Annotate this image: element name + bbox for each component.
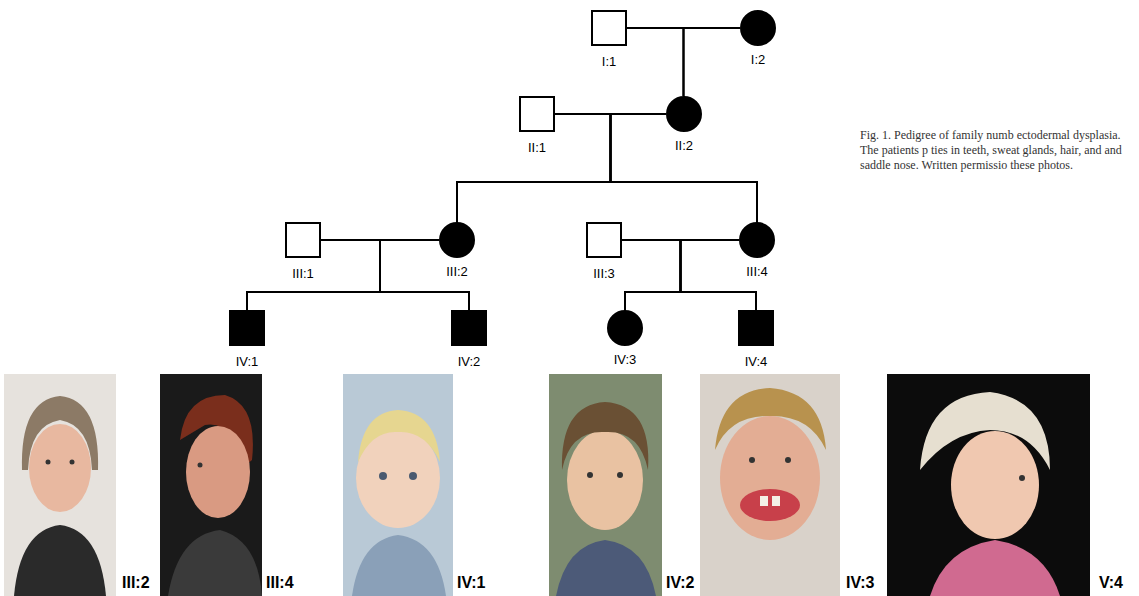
circle-outline bbox=[666, 96, 702, 132]
clothes bbox=[14, 525, 106, 596]
individual-id: II:1 bbox=[528, 140, 546, 155]
individual-id: IV:2 bbox=[458, 354, 481, 369]
photo bbox=[549, 374, 662, 596]
pedigree-line bbox=[622, 240, 681, 310]
face bbox=[720, 416, 820, 540]
pedigree-line bbox=[247, 240, 439, 310]
circle-outline bbox=[739, 222, 775, 258]
male-symbol: IV:1 bbox=[229, 310, 265, 346]
individual-id: I:1 bbox=[602, 54, 616, 69]
pedigree-line bbox=[457, 114, 666, 222]
photo-label: IV:2 bbox=[664, 574, 696, 592]
individual-id: III:2 bbox=[446, 264, 468, 279]
face bbox=[186, 426, 250, 518]
face bbox=[951, 431, 1039, 539]
circle-outline bbox=[439, 222, 475, 258]
individual-id: III:1 bbox=[292, 266, 314, 281]
male-symbol: III:3 bbox=[586, 222, 622, 258]
hair bbox=[562, 402, 648, 470]
individual-id: IV:1 bbox=[236, 354, 259, 369]
mouth bbox=[740, 489, 800, 521]
female-symbol: III:2 bbox=[439, 222, 475, 258]
figure-caption: Fig. 1. Pedigree of family numb ectoderm… bbox=[860, 128, 1132, 173]
pedigree-line bbox=[627, 28, 684, 96]
female-symbol: II:2 bbox=[666, 96, 702, 132]
photo-label: III:2 bbox=[120, 574, 152, 592]
circle-outline bbox=[607, 310, 643, 346]
face bbox=[29, 424, 91, 512]
individual-id: IV:3 bbox=[614, 352, 637, 367]
hair bbox=[358, 410, 440, 462]
photo-label: III:4 bbox=[264, 574, 296, 592]
photo bbox=[343, 374, 453, 596]
pedigree-line bbox=[684, 28, 741, 96]
individual-id: IV:4 bbox=[745, 354, 768, 369]
male-symbol: IV:4 bbox=[738, 310, 774, 346]
individual-id: III:4 bbox=[746, 264, 768, 279]
photo bbox=[700, 374, 840, 596]
circle-outline bbox=[740, 10, 776, 46]
pedigree-line bbox=[622, 240, 756, 310]
face bbox=[567, 430, 643, 530]
individual-id: III:3 bbox=[593, 266, 615, 281]
male-symbol: I:1 bbox=[591, 10, 627, 46]
male-symbol: II:1 bbox=[519, 96, 555, 132]
female-symbol: I:2 bbox=[740, 10, 776, 46]
photo bbox=[4, 374, 116, 596]
photo bbox=[887, 374, 1090, 596]
individual-id: I:2 bbox=[751, 52, 765, 67]
male-symbol: IV:2 bbox=[451, 310, 487, 346]
photo bbox=[160, 374, 262, 596]
male-symbol: III:1 bbox=[285, 222, 321, 258]
female-symbol: IV:3 bbox=[607, 310, 643, 346]
photo-label: IV:1 bbox=[455, 574, 487, 592]
pedigree-line bbox=[555, 114, 757, 222]
photo-label: IV:3 bbox=[844, 574, 876, 592]
pedigree-line bbox=[625, 240, 739, 310]
female-symbol: III:4 bbox=[739, 222, 775, 258]
photo-label: V:4 bbox=[1097, 574, 1125, 592]
individual-id: II:2 bbox=[675, 138, 693, 153]
